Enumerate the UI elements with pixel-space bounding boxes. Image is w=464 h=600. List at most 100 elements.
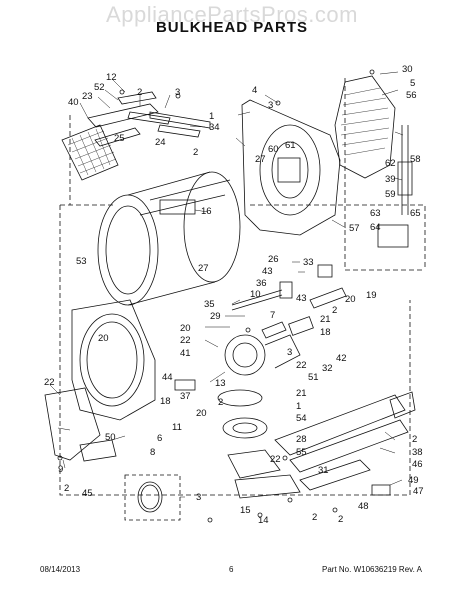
callout-label: 3 [196,492,201,503]
footer-date: 08/14/2013 [40,565,81,574]
top-trim-parts [87,91,211,147]
callout-label: 43 [262,266,273,277]
callout-label: 2 [193,147,198,158]
callout-label: 22 [180,335,191,346]
callout-label: 47 [413,486,424,497]
callout-label: 11 [172,422,182,433]
callout-label: 18 [320,327,331,338]
page-title: BULKHEAD PARTS [155,19,309,36]
callout-label: 51 [308,372,319,383]
footer-page-number: 6 [229,565,234,574]
callout-label: 20 [196,408,207,419]
callout-label: 32 [322,363,333,374]
callout-label: 27 [255,154,266,165]
callout-label: 37 [180,391,191,402]
callout-label: 6 [157,433,162,444]
lint-duct-part [44,387,117,462]
callout-label: 12 [106,72,117,83]
base-rail-parts [274,391,416,496]
callout-label: 48 [358,501,369,512]
callout-label: 5 [410,78,415,89]
callout-label: 30 [402,64,413,75]
callout-label: 22 [296,360,307,371]
callout-label: 4 [252,85,257,96]
screw-fasteners [57,69,375,523]
blower-motor-parts [174,321,301,499]
callout-label: 54 [296,413,307,424]
callout-label: 24 [155,137,166,148]
callout-label: 58 [410,154,421,165]
callout-label: 9 [58,464,63,475]
heater-duct-part [334,75,396,179]
callout-label: 1 [296,401,301,412]
callout-label: 56 [406,90,417,101]
callout-label: 8 [150,447,155,458]
callout-label: 2 [312,512,317,523]
callout-label: 31 [318,465,329,476]
callout-label: 36 [256,278,267,289]
callout-label: 65 [410,208,421,219]
callout-label: 14 [258,515,269,526]
heater-element-parts [377,125,413,248]
callout-label: 45 [82,488,93,499]
callout-label: 64 [370,222,381,233]
callout-label: 13 [215,378,226,389]
callout-label: 41 [180,348,191,359]
callout-label: 59 [385,189,396,200]
callout-label: 63 [370,208,381,219]
front-bulkhead-part [71,299,156,421]
callout-label: 7 [270,310,275,321]
callout-label: 22 [44,377,55,388]
callout-label: 50 [105,432,116,443]
callout-label: 21 [320,314,331,325]
callout-label: 3 [175,87,180,98]
callout-label: 62 [385,158,396,169]
callout-label: 18 [160,396,171,407]
callout-label: 3 [268,100,273,111]
callout-label: 35 [204,299,215,310]
callout-label: 26 [268,254,279,265]
callout-label: 39 [385,174,396,185]
callout-label: 42 [336,353,347,364]
callout-label: 1 [209,111,214,122]
callout-label: 57 [349,223,360,234]
callout-label: 49 [408,475,419,486]
callout-label: 21 [296,388,307,399]
assembly-dashed-outlines [59,78,426,496]
callout-label: 28 [296,434,307,445]
callout-label: 3 [287,347,292,358]
callout-labels: 30 5 56 12 52 2 3 40 23 1 34 17 25 24 4 … [44,64,424,526]
callout-label: 29 [210,311,221,322]
callout-label: 38 [412,447,423,458]
callout-label: 60 [268,144,279,155]
footer-part-number: Part No. W10636219 Rev. A [322,565,422,574]
drum-part [97,171,241,306]
callout-label: 2 [412,434,417,445]
callout-label: 20 [98,333,109,344]
callout-label: 20 [180,323,191,334]
belt-and-shaft-parts [231,264,347,336]
callout-label: 34 [209,122,220,133]
drive-belt-box [124,474,181,521]
callout-label: 10 [250,289,261,300]
callout-label: 2 [338,514,343,525]
callout-label: 2 [218,397,223,408]
callout-label: 2 [64,483,69,494]
callout-label: 25 [114,133,125,144]
callout-label: 16 [201,206,212,217]
rear-bulkhead-part [241,99,341,236]
lint-screen-part [61,124,119,181]
callout-label: 22 [270,454,281,465]
callout-label: 23 [82,91,93,102]
callout-label: 55 [296,447,307,458]
callout-label: 2 [332,305,337,316]
callout-label: 46 [412,459,423,470]
callout-label: 20 [345,294,356,305]
callout-label: 43 [296,293,307,304]
callout-label: 53 [76,256,87,267]
callout-label: 61 [285,140,296,151]
watermark-text: AppliancePartsPros.com [106,2,358,27]
callout-label: 33 [303,257,314,268]
callout-label: 40 [68,97,79,108]
